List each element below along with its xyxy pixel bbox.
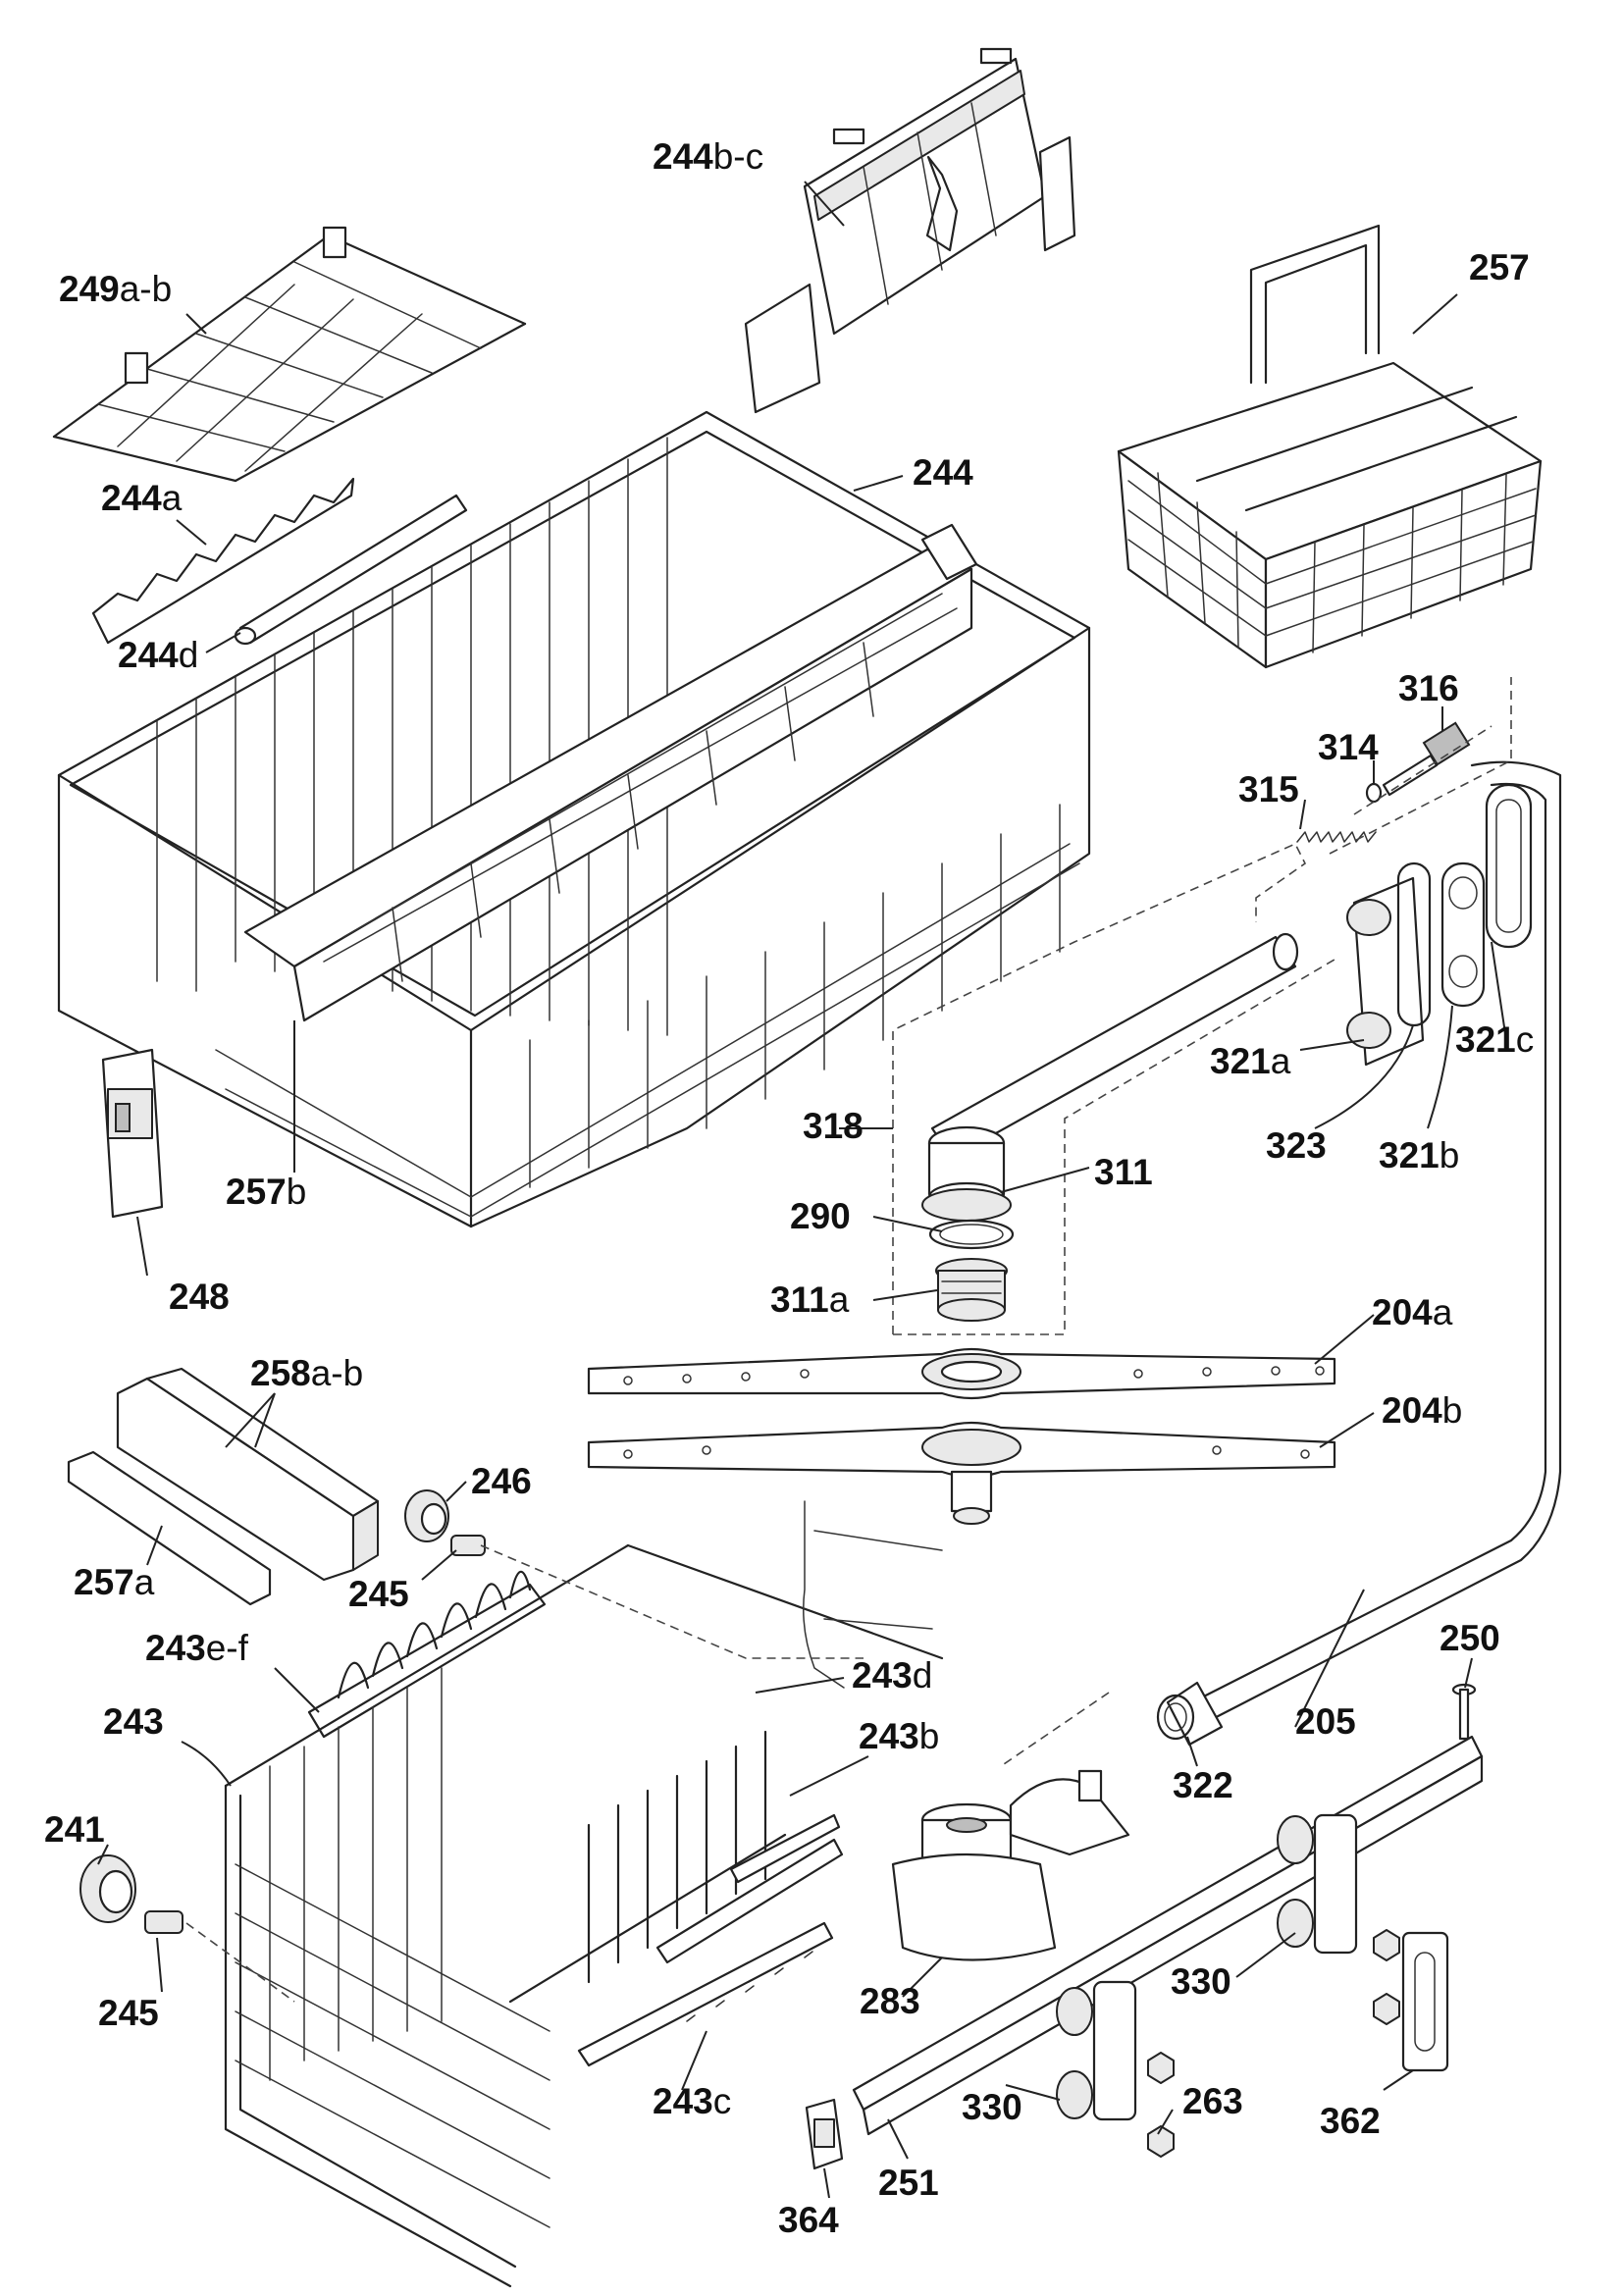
part-243c-tine-clips (577, 1813, 844, 2067)
label-243d: 243d (852, 1655, 933, 1696)
label-248: 248 (169, 1277, 230, 1317)
label-330-right: 330 (1171, 1961, 1231, 2002)
label-257: 257 (1469, 247, 1530, 287)
part-263-nuts (1147, 1929, 1400, 2158)
label-204a: 204a (1372, 1292, 1453, 1332)
label-323: 323 (1266, 1125, 1327, 1166)
part-330-rollers-left (1056, 1980, 1137, 2121)
label-311: 311 (1094, 1152, 1153, 1192)
label-330-left: 330 (962, 2087, 1022, 2127)
label-250: 250 (1440, 1618, 1500, 1658)
label-244a: 244a (101, 478, 183, 518)
label-321b: 321b (1379, 1135, 1460, 1175)
assembly-dashed-lines (185, 677, 1512, 2003)
label-246: 246 (471, 1461, 532, 1501)
part-283-pump (891, 1769, 1130, 1961)
part-257a-cover (67, 1450, 272, 1606)
label-249a-b: 249a-b (59, 269, 173, 309)
label-257b: 257b (226, 1172, 307, 1212)
label-321a: 321a (1210, 1041, 1291, 1081)
leader-lines (97, 181, 1507, 2199)
label-243c: 243c (653, 2081, 732, 2121)
label-322: 322 (1173, 1765, 1233, 1805)
part-316-pin (1382, 721, 1471, 797)
label-316: 316 (1398, 668, 1459, 708)
part-258a-b-flap (116, 1367, 380, 1582)
part-241-wheel (79, 1854, 136, 1923)
part-321a-connector (1346, 876, 1425, 1067)
label-241: 241 (44, 1809, 105, 1850)
label-244b-c: 244b-c (653, 136, 764, 177)
part-364-clip (805, 2098, 844, 2170)
part-330-rollers-right (1277, 1813, 1358, 1955)
part-248-clip (101, 1048, 164, 1219)
label-362: 362 (1320, 2101, 1381, 2141)
label-257a: 257a (74, 1562, 155, 1602)
label-245-lower: 245 (98, 1993, 159, 2033)
label-243e-f: 243e-f (145, 1628, 248, 1668)
part-204a-spray-arm (587, 1347, 1336, 1400)
label-290: 290 (790, 1196, 851, 1236)
part-205-water-tube (1166, 760, 1562, 1747)
part-246-wheel (404, 1489, 449, 1542)
part-250-screw (1451, 1683, 1477, 1741)
label-258a-b: 258a-b (250, 1353, 364, 1393)
part-362-plate (1401, 1931, 1449, 2072)
part-314-washer (1365, 782, 1383, 804)
label-251: 251 (878, 2163, 939, 2203)
label-321c: 321c (1455, 1019, 1535, 1060)
label-244d: 244d (118, 635, 199, 675)
part-249a-b-cup-shelf (52, 226, 527, 483)
part-204b-spray-arm (587, 1421, 1336, 1525)
label-205: 205 (1295, 1701, 1356, 1742)
part-244b-c-divider (744, 47, 1076, 414)
part-243e-f-fold-tines (307, 1570, 547, 1739)
part-245-upper-axle (450, 1535, 486, 1556)
part-311-hub (921, 1125, 1012, 1222)
label-243: 243 (103, 1701, 164, 1742)
label-243b: 243b (859, 1716, 940, 1756)
label-364: 364 (778, 2200, 839, 2240)
label-245-upper: 245 (348, 1574, 409, 1614)
part-322-coupling (1156, 1694, 1195, 1741)
part-257-cutlery-basket (1117, 224, 1543, 669)
label-315: 315 (1238, 769, 1299, 809)
label-318: 318 (803, 1106, 864, 1146)
label-283: 283 (860, 1981, 920, 2021)
part-323-gasket (1396, 861, 1432, 1027)
part-315-spring (1296, 831, 1377, 843)
part-244-upper-rack (57, 410, 1091, 1228)
part-311a-nut (935, 1258, 1008, 1322)
label-314: 314 (1318, 727, 1379, 767)
part-243-lower-rack (224, 1500, 944, 2288)
part-244d-rod (234, 494, 468, 646)
label-244: 244 (913, 452, 973, 493)
label-263: 263 (1182, 2081, 1243, 2121)
part-290-ring (928, 1219, 1015, 1250)
part-244a-clip-strip (91, 477, 355, 645)
part-245-lower-axle (144, 1910, 183, 1934)
label-311a: 311a (770, 1279, 850, 1320)
label-204b: 204b (1382, 1390, 1463, 1431)
part-321b-seal (1440, 861, 1486, 1008)
